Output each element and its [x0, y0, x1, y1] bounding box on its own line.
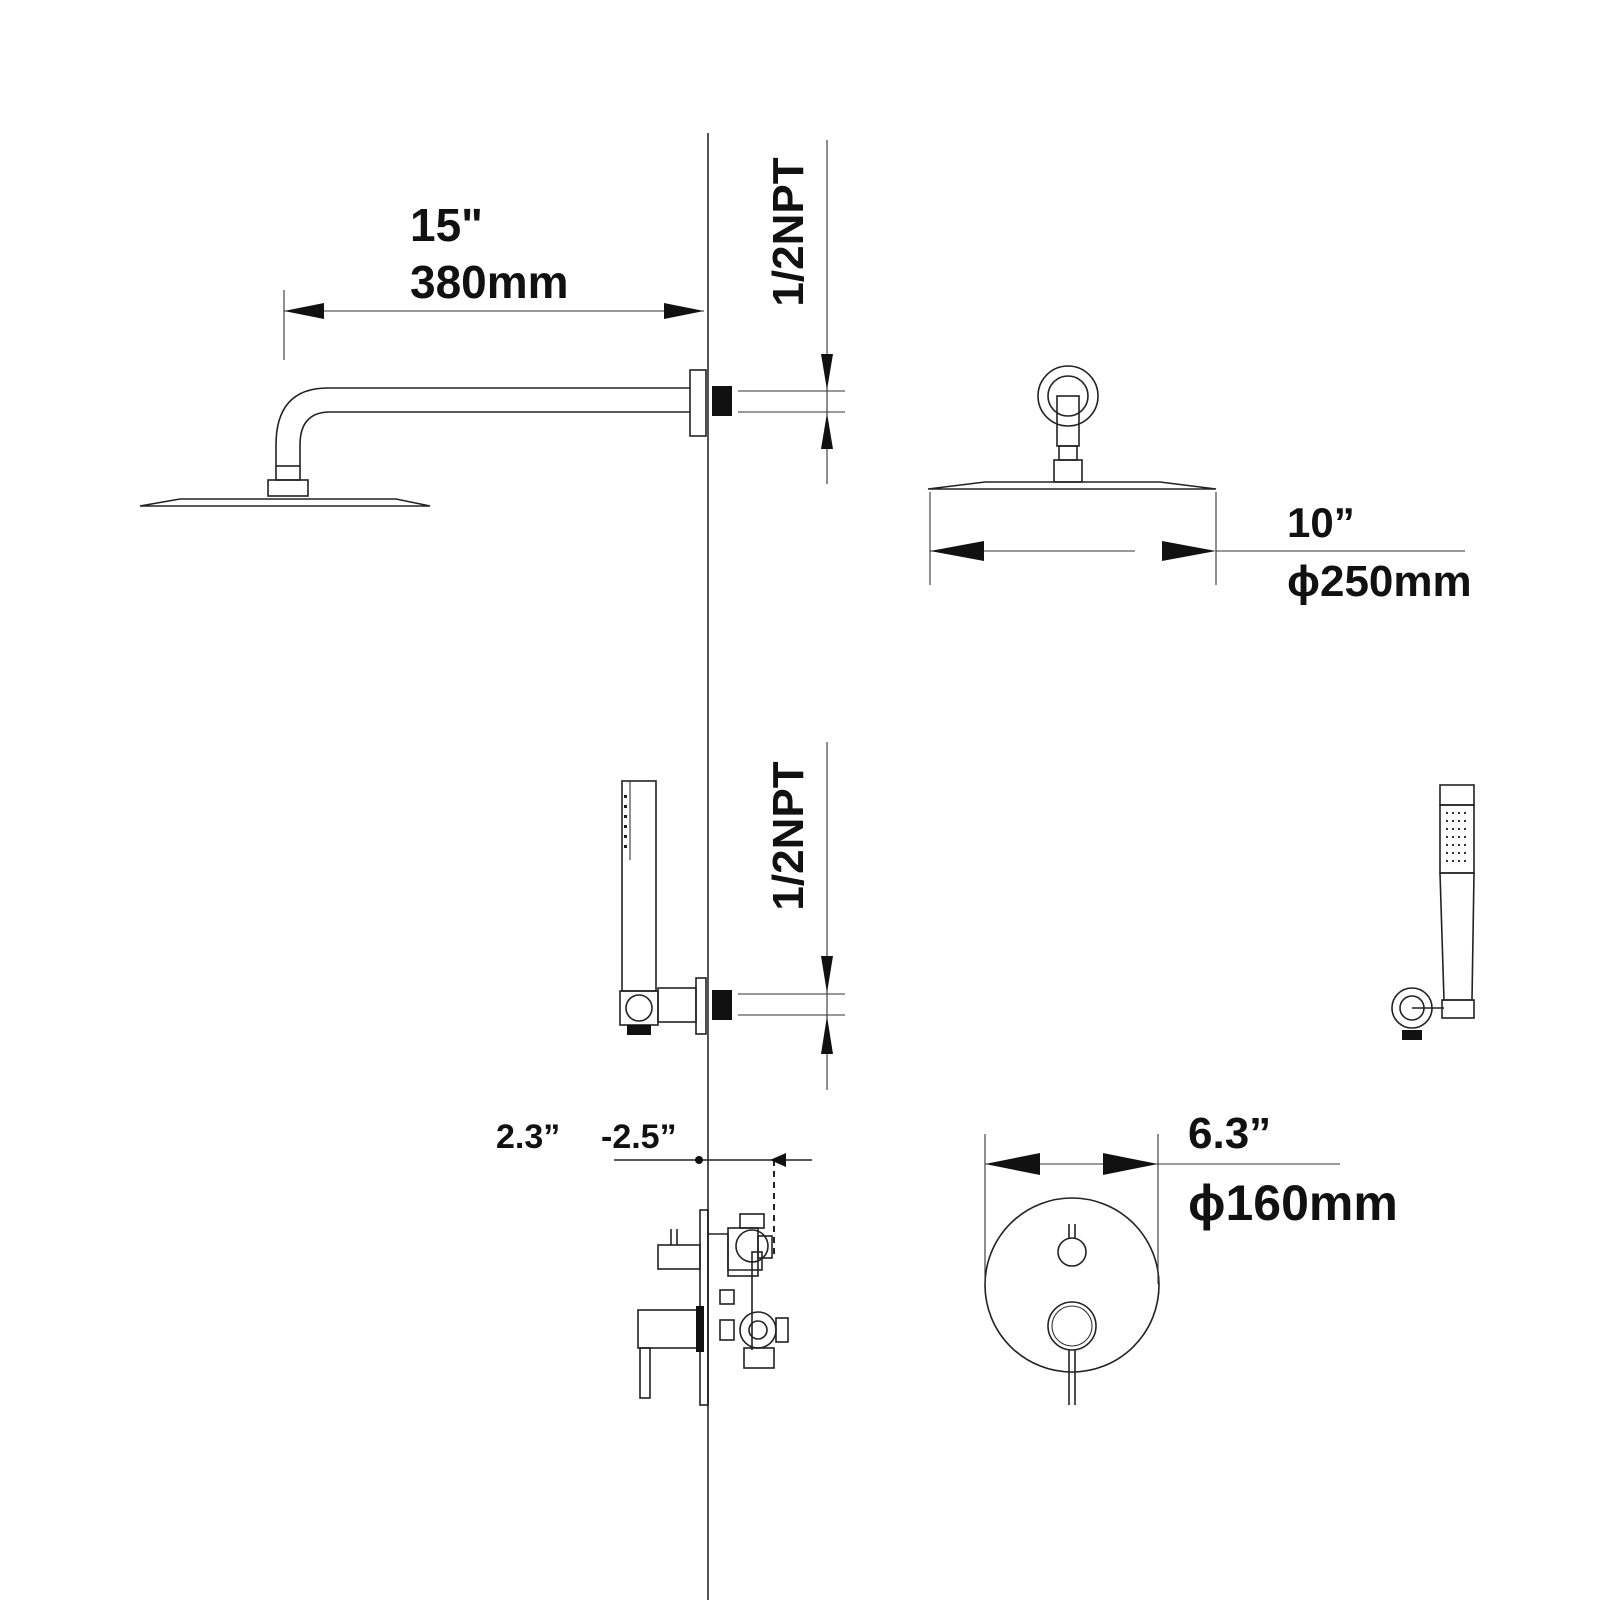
head-diameter-dimension [929, 492, 1465, 585]
mixer-valve-front-view [984, 1197, 1160, 1405]
rain-head-side-view [139, 498, 431, 507]
hand-shower-side-view [619, 780, 732, 1035]
trim-diameter-dimension [984, 1134, 1340, 1284]
arm-length-in-label: 15" [410, 199, 483, 251]
mixer-valve-side-view [637, 1160, 789, 1406]
npt-top-dimension [738, 140, 845, 484]
arm-length-mm-label: 380mm [410, 256, 569, 308]
arm-length-dimension [283, 290, 704, 360]
trim-diameter-in-label: 6.3” [1188, 1109, 1271, 1158]
depth-max-label: -2.5” [601, 1118, 677, 1156]
shower-arm-side-view [267, 369, 732, 497]
hand-shower-front-view [1391, 784, 1475, 1040]
depth-min-label: 2.3” [496, 1118, 560, 1156]
trim-diameter-mm-label: ϕ160mm [1188, 1175, 1398, 1231]
rain-head-front-view [927, 365, 1217, 490]
head-diameter-in-label: 10” [1287, 499, 1355, 546]
head-diameter-mm-label: ϕ250mm [1287, 557, 1472, 606]
npt-bottom-dimension [738, 742, 845, 1090]
npt-bottom-label: 1/2NPT [764, 761, 813, 910]
valve-depth-dimension [614, 1153, 812, 1167]
npt-top-label: 1/2NPT [764, 157, 813, 306]
